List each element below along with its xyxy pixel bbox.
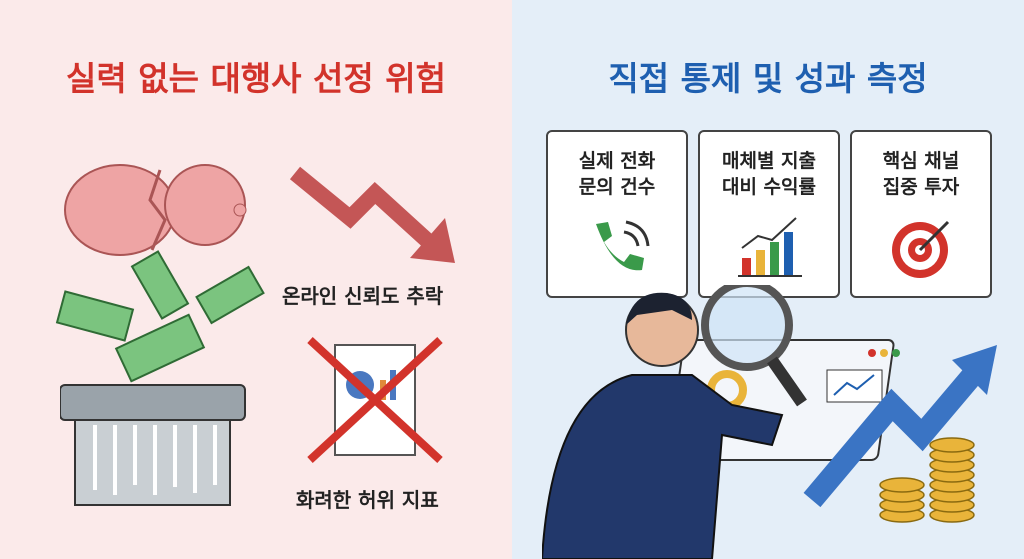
card-line: 실제 전화 — [578, 150, 656, 172]
money-bills-icon — [55, 250, 265, 383]
fake-metrics-label: 화려한 허위 지표 — [296, 488, 439, 512]
shredder-icon — [60, 384, 246, 506]
risk-title: 실력 없는 대행사 선정 위험 — [66, 59, 446, 98]
card-line: 문의 건수 — [578, 176, 656, 198]
bar-chart-icon — [738, 217, 802, 277]
card-line: 대비 수익률 — [721, 176, 816, 198]
control-title: 직접 통제 및 성과 측정 — [608, 59, 928, 98]
downward-trend-arrow-icon — [290, 166, 455, 263]
crossed-out-report-icon — [307, 337, 443, 463]
phone-icon — [596, 220, 650, 271]
card-line: 집중 투자 — [882, 176, 960, 198]
target-icon — [892, 220, 950, 278]
broken-piggy-bank-icon — [64, 164, 247, 256]
card-line: 매체별 지출 — [721, 150, 816, 172]
card-line: 핵심 채널 — [882, 150, 960, 172]
analyst-with-magnifier-illustration — [542, 285, 997, 559]
trust-drop-label: 온라인 신뢰도 추락 — [282, 284, 444, 308]
risk-panel: 실력 없는 대행사 선정 위험 온라인 신뢰도 추락 화려한 허위 지표 — [0, 0, 512, 559]
